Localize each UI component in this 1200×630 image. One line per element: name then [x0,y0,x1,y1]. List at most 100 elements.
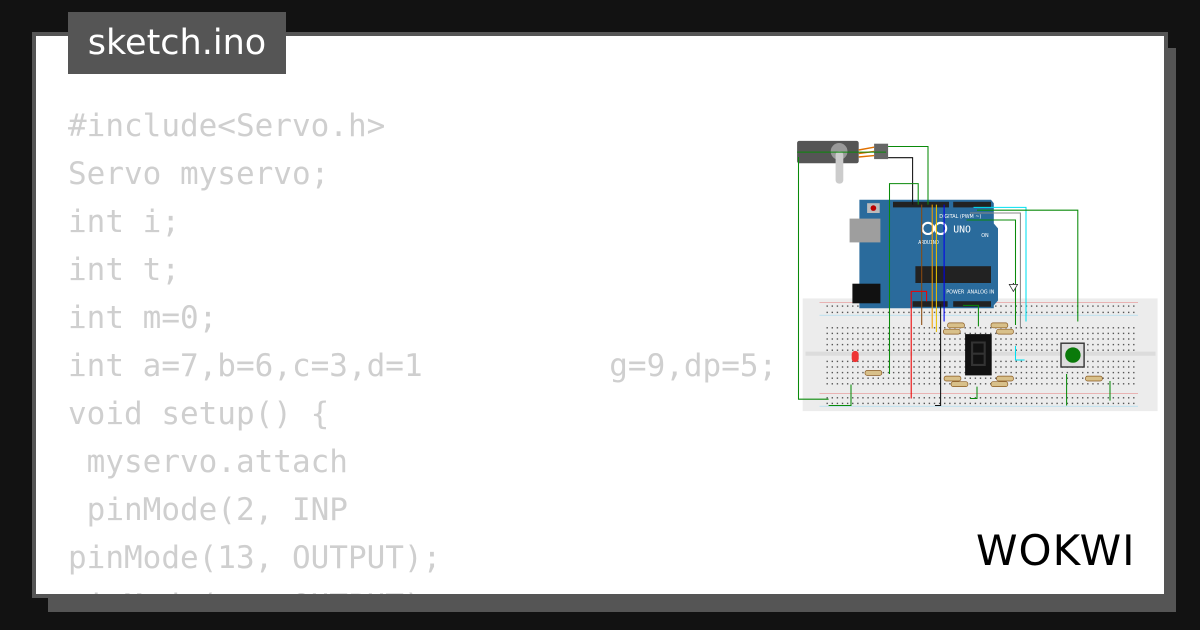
breadboard-hole [1061,397,1063,399]
breadboard-hole [1127,338,1130,340]
breadboard-hole [938,338,941,340]
breadboard-hole [1051,305,1053,307]
breadboard-hole [1051,327,1053,329]
breadboard-hole [949,371,951,374]
breadboard-hole [1056,377,1058,379]
breadboard-hole [1112,349,1115,351]
breadboard-hole [1112,371,1115,374]
breadboard-hole [1117,311,1120,314]
breadboard-hole [928,402,931,405]
breadboard-hole [1051,360,1053,363]
breadboard-hole [1030,397,1033,399]
breadboard-hole [1000,338,1002,340]
breadboard-hole [964,332,966,335]
breadboard-hole [1097,305,1099,307]
breadboard-hole [918,349,920,351]
breadboard-hole [872,327,874,329]
breadboard-hole [1056,327,1058,329]
breadboard-hole [964,397,966,399]
breadboard-hole [831,349,834,351]
breadboard-hole [1107,338,1109,340]
breadboard-hole [954,338,956,340]
breadboard-hole [831,332,834,335]
breadboard-hole [836,402,839,405]
breadboard-hole [1092,338,1094,340]
breadboard-hole [1127,349,1130,351]
breadboard-hole [933,383,936,385]
breadboard-hole [1127,305,1130,307]
breadboard-hole [923,383,925,385]
breadboard-hole [857,327,859,329]
breadboard-hole [1097,327,1099,329]
breadboard-hole [841,343,844,346]
breadboard-hole [1071,377,1074,379]
breadboard-hole [1133,305,1135,307]
breadboard-hole [841,383,844,385]
breadboard-hole [862,402,864,405]
breadboard-hole [918,383,920,385]
breadboard-hole [933,402,936,405]
breadboard-hole [1112,332,1115,335]
breadboard-hole [826,338,828,340]
breadboard-hole [1092,305,1094,307]
breadboard-hole [1020,332,1023,335]
breadboard-hole [984,402,987,405]
breadboard-hole [1133,349,1135,351]
breadboard-hole [887,338,890,340]
breadboard-hole [846,327,849,329]
breadboard-hole [1112,360,1115,363]
breadboard-hole [1127,402,1130,405]
breadboard-hole [1127,397,1130,399]
breadboard-hole [959,397,961,399]
breadboard-hole [826,397,828,399]
breadboard-hole [867,383,869,385]
code-line: Servo myservo; [68,156,330,192]
breadboard-hole [1000,402,1002,405]
breadboard-hole [872,338,874,340]
breadboard-hole [1122,402,1125,405]
breadboard-hole [1061,338,1063,340]
breadboard-hole [862,397,864,399]
breadboard-hole [1046,343,1048,346]
breadboard-hole [974,383,977,385]
breadboard-hole [1030,327,1033,329]
breadboard-hole [1030,332,1033,335]
breadboard-hole [836,377,839,379]
breadboard-hole [903,360,905,363]
breadboard-hole [1082,332,1084,335]
breadboard-hole [974,377,977,379]
breadboard-hole [862,349,864,351]
breadboard-hole [852,402,854,405]
breadboard-hole [1082,402,1084,405]
breadboard-hole [1087,383,1089,385]
breadboard-hole [1082,397,1084,399]
breadboard-hole [938,343,941,346]
breadboard-hole [928,327,931,329]
breadboard-hole [1061,383,1063,385]
breadboard-hole [1112,397,1115,399]
breadboard-hole [938,332,941,335]
breadboard-hole [995,332,997,335]
breadboard-hole [841,349,844,351]
breadboard-hole [1056,397,1058,399]
breadboard-hole [846,402,849,405]
breadboard-hole [913,397,915,399]
breadboard-hole [898,377,900,379]
breadboard-hole [1117,343,1120,346]
breadboard-hole [898,311,900,314]
breadboard-hole [1036,402,1038,405]
breadboard-hole [1127,366,1130,368]
breadboard-hole [949,402,951,405]
breadboard-hole [928,349,931,351]
breadboard-hole [841,338,844,340]
breadboard-hole [882,349,885,351]
breadboard-hole [1025,343,1028,346]
breadboard-hole [892,349,895,351]
breadboard-hole [1066,305,1069,307]
breadboard-hole [918,338,920,340]
breadboard-hole [1107,332,1109,335]
breadboard-hole [969,383,971,385]
breadboard-hole [1046,311,1048,314]
breadboard-hole [1020,371,1023,374]
breadboard-hole [1020,305,1023,307]
